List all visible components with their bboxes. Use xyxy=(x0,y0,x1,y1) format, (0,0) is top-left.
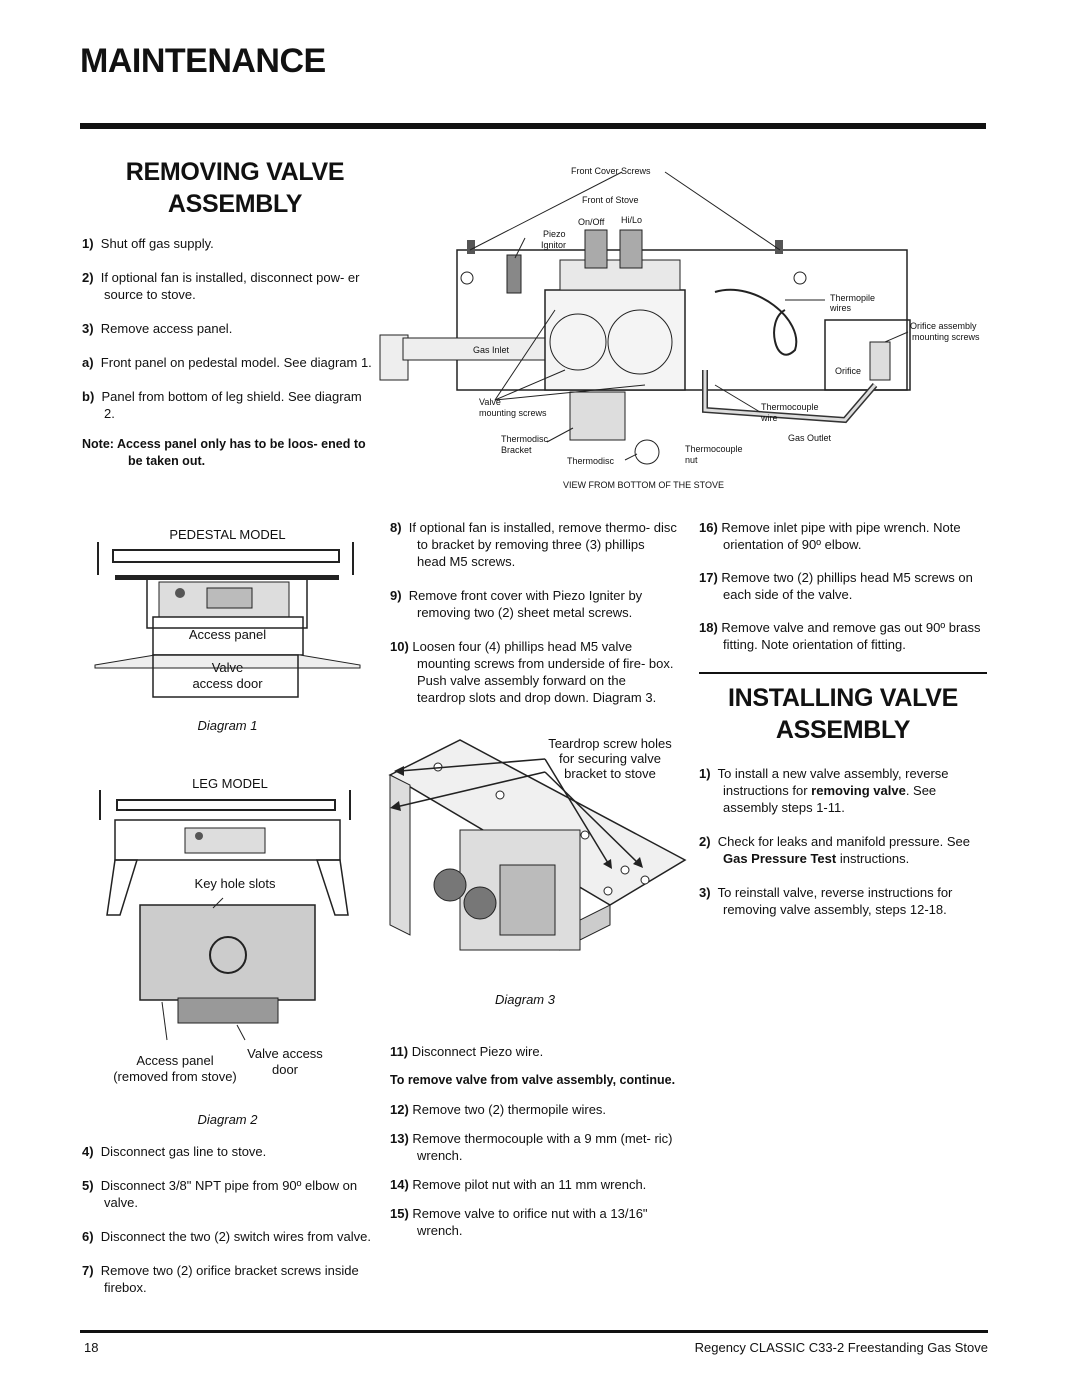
removing-steps-16-18: 16) Remove inlet pipe with pipe wrench. … xyxy=(699,519,987,653)
leg-valve-access-label: Valve access xyxy=(247,1046,323,1061)
valve-bottom-view-drawing xyxy=(379,171,911,465)
pedestal-model-label: PEDESTAL MODEL xyxy=(169,527,286,542)
pedestal-access-door-label: access door xyxy=(192,676,263,691)
label-valve-mounting-screws: mounting screws xyxy=(479,408,547,418)
installing-steps: 1) To install a new valve assembly, reve… xyxy=(699,765,987,918)
install-step-1: 1) To install a new valve assembly, reve… xyxy=(699,766,949,815)
diagram-2-caption: Diagram 2 xyxy=(197,1112,258,1127)
removing-title-line1: REMOVING VALVE xyxy=(125,158,345,186)
step-10: 10) Loosen four (4) phillips head M5 val… xyxy=(390,639,674,705)
page-title: MAINTENANCE xyxy=(80,42,326,80)
removing-section-title: REMOVING VALVE ASSEMBLY xyxy=(100,156,370,220)
step-3a: a) Front panel on pedestal model. See di… xyxy=(82,355,372,370)
installing-rule xyxy=(699,672,987,674)
footer-product-name: Regency CLASSIC C33-2 Freestanding Gas S… xyxy=(694,1340,988,1355)
step-15: 15) Remove valve to orifice nut with a 1… xyxy=(390,1206,648,1238)
removing-steps-4-7: 4) Disconnect gas line to stove. 5) Disc… xyxy=(82,1143,372,1296)
label-orifice-mounting-screws: mounting screws xyxy=(912,332,980,342)
step-11: 11) Disconnect Piezo wire. xyxy=(390,1044,544,1059)
install-step-3: 3) To reinstall valve, reverse instructi… xyxy=(699,885,953,917)
label-ignitor: Ignitor xyxy=(541,240,567,250)
step-3b: b) Panel from bottom of leg shield. See … xyxy=(82,389,362,421)
label-thermopile: Thermopile xyxy=(830,293,876,303)
pedestal-valve-label: Valve xyxy=(211,660,244,675)
diagram-1-pedestal: PEDESTAL MODEL Access panel Valve access… xyxy=(94,520,361,740)
label-hi-lo: Hi/Lo xyxy=(621,215,643,225)
label-front-of-stove: Front of Stove xyxy=(582,195,639,205)
step-16: 16) Remove inlet pipe with pipe wrench. … xyxy=(699,520,961,552)
step-2: 2) If optional fan is installed, disconn… xyxy=(82,270,360,302)
diagram-1-caption: Diagram 1 xyxy=(197,718,258,733)
label-thermocouple-nut-1: Thermocouple xyxy=(685,444,743,454)
continue-note: To remove valve from valve assembly, con… xyxy=(390,1073,676,1087)
step-17: 17) Remove two (2) phillips head M5 scre… xyxy=(699,570,973,602)
leg-door-label: door xyxy=(271,1062,299,1077)
label-piezo: Piezo xyxy=(543,229,566,239)
label-view-from-bottom: VIEW FROM BOTTOM OF THE STOVE xyxy=(563,480,725,490)
label-valve: Valve xyxy=(479,397,501,407)
removing-steps-11-15: 11) Disconnect Piezo wire. To remove val… xyxy=(390,1043,677,1239)
pedestal-drawing xyxy=(94,542,361,698)
label-thermodisc-bracket-1: Thermodisc xyxy=(501,434,549,444)
pedestal-access-panel-label: Access panel xyxy=(188,627,267,642)
step-18: 18) Remove valve and remove gas out 90º … xyxy=(699,620,981,652)
step-5: 5) Disconnect 3/8" NPT pipe from 90º elb… xyxy=(82,1178,358,1210)
label-thermocouple-nut-2: nut xyxy=(685,455,698,465)
teardrop-label-1: Teardrop screw holes xyxy=(548,736,672,751)
leg-model-label: LEG MODEL xyxy=(192,776,268,791)
label-orifice: Orifice xyxy=(835,366,862,376)
leg-removed-from-stove-label: (removed from stove) xyxy=(113,1069,237,1084)
label-on-off: On/Off xyxy=(578,217,605,227)
removing-title-line2: ASSEMBLY xyxy=(167,190,303,218)
teardrop-label-2: for securing valve xyxy=(559,751,661,766)
step-9: 9) Remove front cover with Piezo Igniter… xyxy=(390,588,643,620)
step-7: 7) Remove two (2) orifice bracket screws… xyxy=(82,1263,359,1295)
installing-title-line2: ASSEMBLY xyxy=(775,716,911,744)
step-12: 12) Remove two (2) thermopile wires. xyxy=(390,1102,607,1117)
installing-title-line1: INSTALLING VALVE xyxy=(728,684,958,712)
install-step-2: 2) Check for leaks and manifold pressure… xyxy=(699,834,970,866)
leg-drawing xyxy=(99,790,351,1041)
step-1: 1) Shut off gas supply. xyxy=(82,236,214,251)
key-hole-slots-label: Key hole slots xyxy=(194,876,276,891)
leg-access-panel-label: Access panel xyxy=(136,1053,214,1068)
label-front-cover-screws: Front Cover Screws xyxy=(571,166,651,176)
diagram-3-caption: Diagram 3 xyxy=(495,992,555,1007)
step-13: 13) Remove thermocouple with a 9 mm (met… xyxy=(390,1131,673,1163)
footer-rule xyxy=(80,1330,988,1333)
valve-bottom-view-diagram: Front Cover Screws Front of Stove On/Off… xyxy=(375,160,990,495)
label-gas-inlet: Gas Inlet xyxy=(473,345,510,355)
label-gas-outlet: Gas Outlet xyxy=(788,433,832,443)
step-14: 14) Remove pilot nut with an 11 mm wrenc… xyxy=(390,1177,647,1192)
teardrop-label-3: bracket to stove xyxy=(564,766,656,781)
step-8: 8) If optional fan is installed, remove … xyxy=(390,520,677,569)
label-thermocouple-wire-1: Thermocouple xyxy=(761,402,819,412)
header-rule xyxy=(80,123,986,129)
diagram-2-leg: LEG MODEL Key hole slots Access panel (r… xyxy=(95,770,360,1130)
label-thermopile-wires: wires xyxy=(830,303,852,313)
label-thermodisc: Thermodisc xyxy=(567,456,615,466)
step-3: 3) Remove access panel. xyxy=(82,321,233,336)
removing-steps-8-10: 8) If optional fan is installed, remove … xyxy=(390,519,677,706)
step-4: 4) Disconnect gas line to stove. xyxy=(82,1144,267,1159)
diagram-3-teardrop: Teardrop screw holes for securing valve … xyxy=(380,735,690,1015)
label-thermocouple-wire-2: wire xyxy=(761,413,778,423)
access-panel-note: Note: Access panel only has to be loos- … xyxy=(82,437,366,468)
label-orifice-assembly: Orifice assembly xyxy=(910,321,977,331)
teardrop-bracket-drawing xyxy=(388,739,687,951)
removing-steps-list: 1) Shut off gas supply. 2) If optional f… xyxy=(82,235,372,470)
page-number: 18 xyxy=(84,1340,99,1355)
step-6: 6) Disconnect the two (2) switch wires f… xyxy=(82,1229,371,1244)
installing-section-title: INSTALLING VALVE ASSEMBLY xyxy=(699,682,987,746)
label-thermodisc-bracket-2: Bracket xyxy=(501,445,532,455)
